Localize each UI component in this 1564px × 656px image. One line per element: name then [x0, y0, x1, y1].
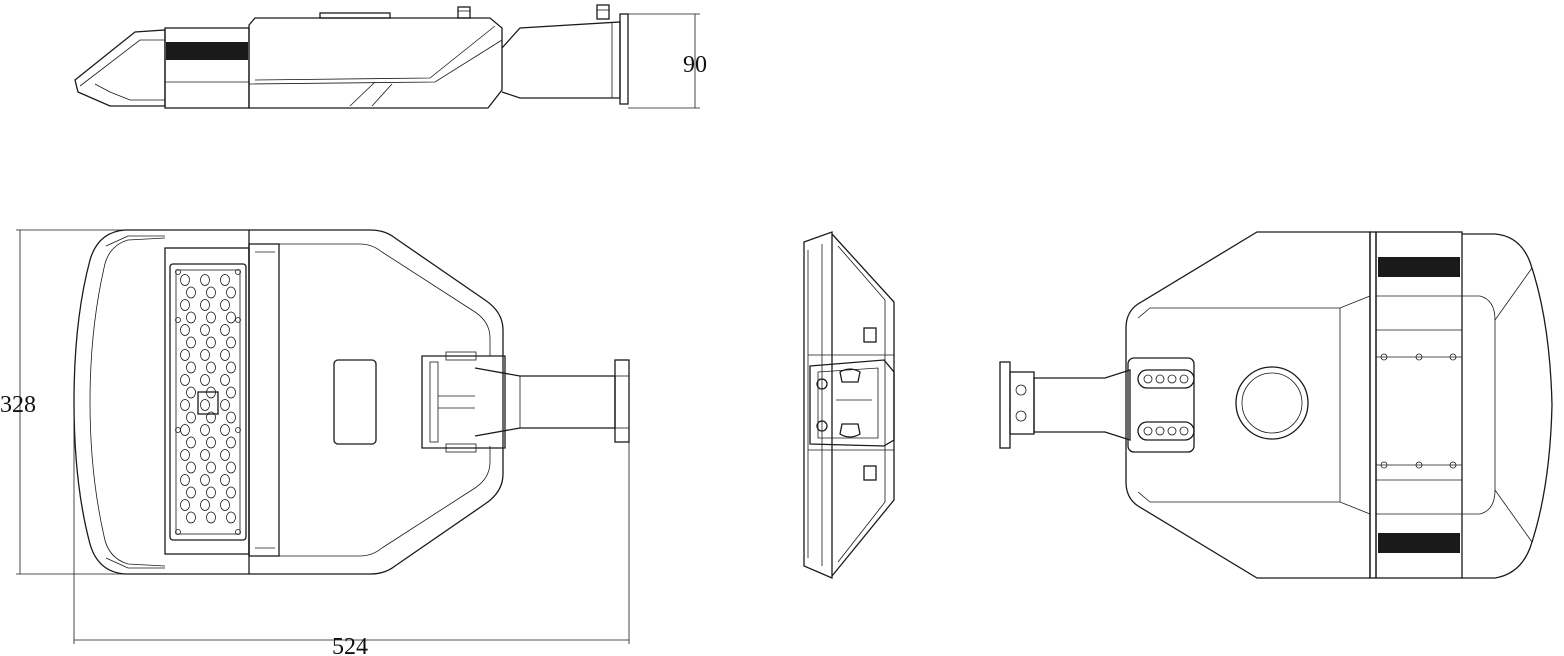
lens-band — [166, 42, 248, 60]
led-lens — [206, 486, 216, 499]
led-lens — [180, 499, 190, 511]
led-lens — [200, 399, 210, 411]
led-lens — [206, 511, 216, 524]
led-lens — [226, 311, 236, 324]
led-lens — [206, 361, 216, 374]
led-lens — [180, 299, 190, 311]
led-lens — [220, 499, 230, 511]
led-lens — [226, 361, 236, 374]
led-lens — [186, 361, 196, 374]
led-lens — [180, 474, 190, 486]
led-lens — [200, 324, 210, 336]
led-lens — [186, 286, 196, 299]
vent-cap — [1235, 366, 1309, 440]
led-lens — [200, 424, 210, 436]
led-lens — [226, 511, 236, 524]
dimension-width-label: 328 — [0, 392, 36, 418]
led-lens — [226, 461, 236, 474]
led-lens — [206, 461, 216, 474]
led-lens — [220, 349, 230, 361]
led-lens — [206, 311, 216, 324]
led-lens — [180, 399, 190, 411]
module-screw — [175, 269, 181, 275]
led-lens — [180, 324, 190, 336]
rear-view — [803, 231, 895, 579]
led-lens — [180, 274, 190, 286]
led-lens — [206, 436, 216, 449]
led-lens — [186, 436, 196, 449]
led-lens — [220, 374, 230, 386]
module-screw — [235, 529, 241, 535]
led-lens — [220, 449, 230, 461]
led-lens — [220, 474, 230, 486]
led-lens — [200, 449, 210, 461]
module-screw — [235, 269, 241, 275]
led-lens — [200, 349, 210, 361]
led-lens — [180, 449, 190, 461]
led-lens — [226, 336, 236, 349]
led-lens — [220, 274, 230, 286]
side-view: 90 — [74, 4, 707, 109]
module-screw — [175, 317, 181, 323]
led-lens — [200, 499, 210, 511]
dimension-height-label: 90 — [683, 52, 707, 78]
led-lens — [180, 349, 190, 361]
led-lens — [186, 386, 196, 399]
top-view: 328 524 — [0, 229, 630, 656]
led-lens — [200, 299, 210, 311]
led-lens — [186, 511, 196, 524]
led-lens — [226, 386, 236, 399]
bottom-view — [999, 231, 1553, 579]
led-lens — [186, 486, 196, 499]
led-lens — [186, 461, 196, 474]
led-lens — [226, 411, 236, 424]
led-module — [169, 263, 247, 541]
label-plate — [333, 359, 377, 445]
lens-band-top — [1378, 257, 1460, 277]
led-lens — [226, 286, 236, 299]
lens-band-bottom — [1378, 533, 1460, 553]
led-lens — [180, 424, 190, 436]
led-lens — [220, 399, 230, 411]
led-lens — [220, 324, 230, 336]
led-array — [175, 269, 241, 535]
led-lens — [180, 374, 190, 386]
module-screw — [175, 427, 181, 433]
led-lens — [206, 286, 216, 299]
dimension-length-label: 524 — [332, 634, 368, 656]
connector — [197, 391, 219, 415]
led-lens — [186, 311, 196, 324]
led-lens — [206, 411, 216, 424]
led-lens — [220, 424, 230, 436]
led-lens — [200, 374, 210, 386]
led-lens — [200, 474, 210, 486]
led-lens — [220, 299, 230, 311]
led-lens — [186, 411, 196, 424]
module-screw — [175, 529, 181, 535]
led-lens — [226, 486, 236, 499]
led-lens — [206, 336, 216, 349]
led-lens — [226, 436, 236, 449]
module-screw — [235, 317, 241, 323]
module-screw — [235, 427, 241, 433]
led-lens — [186, 336, 196, 349]
led-lens — [200, 274, 210, 286]
